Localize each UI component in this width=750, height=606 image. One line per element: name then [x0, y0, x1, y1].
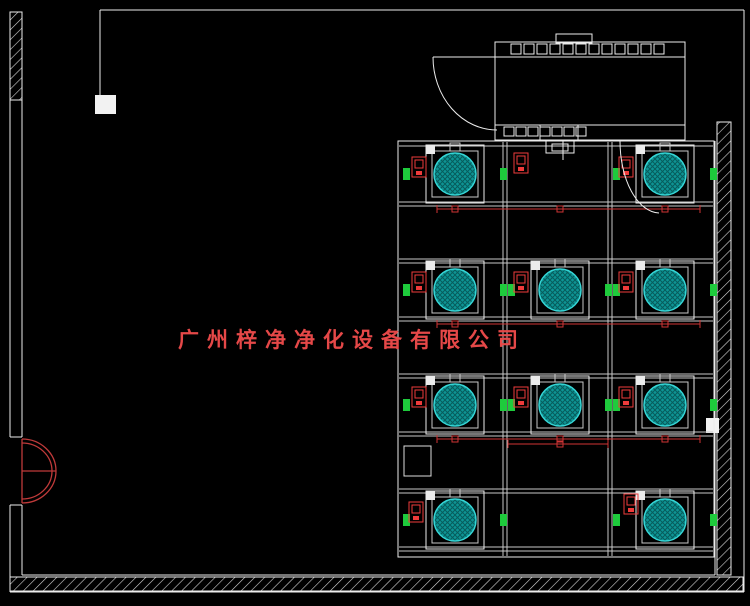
lamp-icon — [618, 271, 634, 293]
double-door — [21, 438, 57, 504]
ffu-unit — [613, 142, 717, 204]
duct-fitting — [661, 320, 669, 328]
sprinkler-icon — [508, 399, 515, 411]
duct-fitting — [451, 435, 459, 443]
door-swing-icon — [21, 438, 57, 472]
ffu-fan-icon — [643, 268, 687, 312]
hatched-wall-bottom — [9, 576, 744, 592]
door-leaf-top — [21, 442, 53, 472]
nozzle-row-bottom — [503, 126, 587, 137]
ffu-unit — [508, 373, 612, 435]
corner-clip-icon — [426, 376, 435, 385]
sprinkler-icon — [613, 168, 620, 180]
corner-clip-icon — [636, 145, 645, 154]
ffu-fan-icon — [433, 498, 477, 542]
sprinkler-icon — [403, 284, 410, 296]
sprinkler-icon — [613, 399, 620, 411]
control-box-display — [551, 143, 569, 152]
sprinkler-icon — [500, 399, 507, 411]
corner-clip-icon — [531, 376, 540, 385]
sprinkler-icon — [613, 514, 620, 526]
corner-clip-icon — [426, 145, 435, 154]
door-swing-icon — [21, 470, 57, 504]
ffu-fan-icon — [433, 383, 477, 427]
door-swing-icon — [432, 56, 498, 131]
duct-line — [436, 435, 701, 443]
air-shower-body — [494, 41, 686, 141]
column-block — [95, 95, 116, 114]
lamp-icon — [513, 152, 529, 174]
fan-box — [555, 33, 593, 44]
sprinkler-icon — [605, 399, 612, 411]
ffu-fan-icon — [643, 152, 687, 196]
lamp-icon — [411, 271, 427, 293]
right-wall-block — [706, 418, 719, 433]
lamp-icon — [408, 501, 424, 523]
hatched-wall-left — [9, 11, 23, 101]
ffu-fan-icon — [538, 268, 582, 312]
corner-clip-icon — [531, 261, 540, 270]
sprinkler-icon — [508, 284, 515, 296]
corner-clip-icon — [636, 261, 645, 270]
ffu-fan-icon — [538, 383, 582, 427]
lamp-icon — [411, 156, 427, 178]
door-swing-icon — [619, 140, 660, 214]
ffu-unit — [508, 258, 612, 320]
ffu-fan-icon — [433, 152, 477, 196]
corner-clip-icon — [636, 376, 645, 385]
ffu-unit — [613, 258, 717, 320]
duct-fitting — [556, 440, 564, 448]
duct-fitting — [556, 435, 564, 443]
ffu-unit — [613, 373, 717, 435]
lamp-icon — [618, 386, 634, 408]
sprinkler-icon — [710, 168, 717, 180]
sprinkler-icon — [710, 514, 717, 526]
sprinkler-icon — [613, 284, 620, 296]
duct-line — [507, 440, 609, 448]
duct-fitting — [661, 435, 669, 443]
duct-line — [436, 320, 701, 328]
air-shower-unit — [432, 33, 686, 214]
sprinkler-icon — [710, 284, 717, 296]
sprinkler-icon — [710, 399, 717, 411]
ffu-unit — [613, 488, 717, 550]
duct-fitting — [451, 320, 459, 328]
lamp-icon — [513, 386, 529, 408]
nozzle-row-top — [510, 43, 665, 55]
control-box-inner — [545, 140, 575, 154]
sprinkler-icon — [403, 399, 410, 411]
ffu-fan-icon — [643, 498, 687, 542]
sprinkler-icon — [403, 514, 410, 526]
corner-clip-icon — [636, 491, 645, 500]
ffu-unit — [403, 488, 507, 550]
lamp-icon — [411, 386, 427, 408]
corner-clip-icon — [426, 261, 435, 270]
duct-line — [436, 205, 701, 213]
sprinkler-icon — [605, 284, 612, 296]
ffu-fan-icon — [433, 268, 477, 312]
duct-fitting — [556, 320, 564, 328]
corner-clip-icon — [426, 491, 435, 500]
lamp-icon — [513, 271, 529, 293]
hatched-wall-right — [716, 121, 732, 576]
watermark-text: 广州梓净净化设备有限公司 — [178, 328, 526, 352]
sprinkler-icon — [500, 168, 507, 180]
sprinkler-icon — [500, 514, 507, 526]
lamp-icon — [623, 493, 639, 515]
door-leaf-bottom — [21, 470, 53, 500]
duct-fitting — [556, 205, 564, 213]
duct-fitting — [451, 205, 459, 213]
sprinkler-icon — [500, 284, 507, 296]
ffu-unit — [403, 373, 507, 435]
grid-left-box — [403, 445, 432, 477]
ffu-fan-icon — [643, 383, 687, 427]
duct-fitting — [661, 205, 669, 213]
sprinkler-icon — [403, 168, 410, 180]
equipment-layer — [403, 142, 717, 550]
